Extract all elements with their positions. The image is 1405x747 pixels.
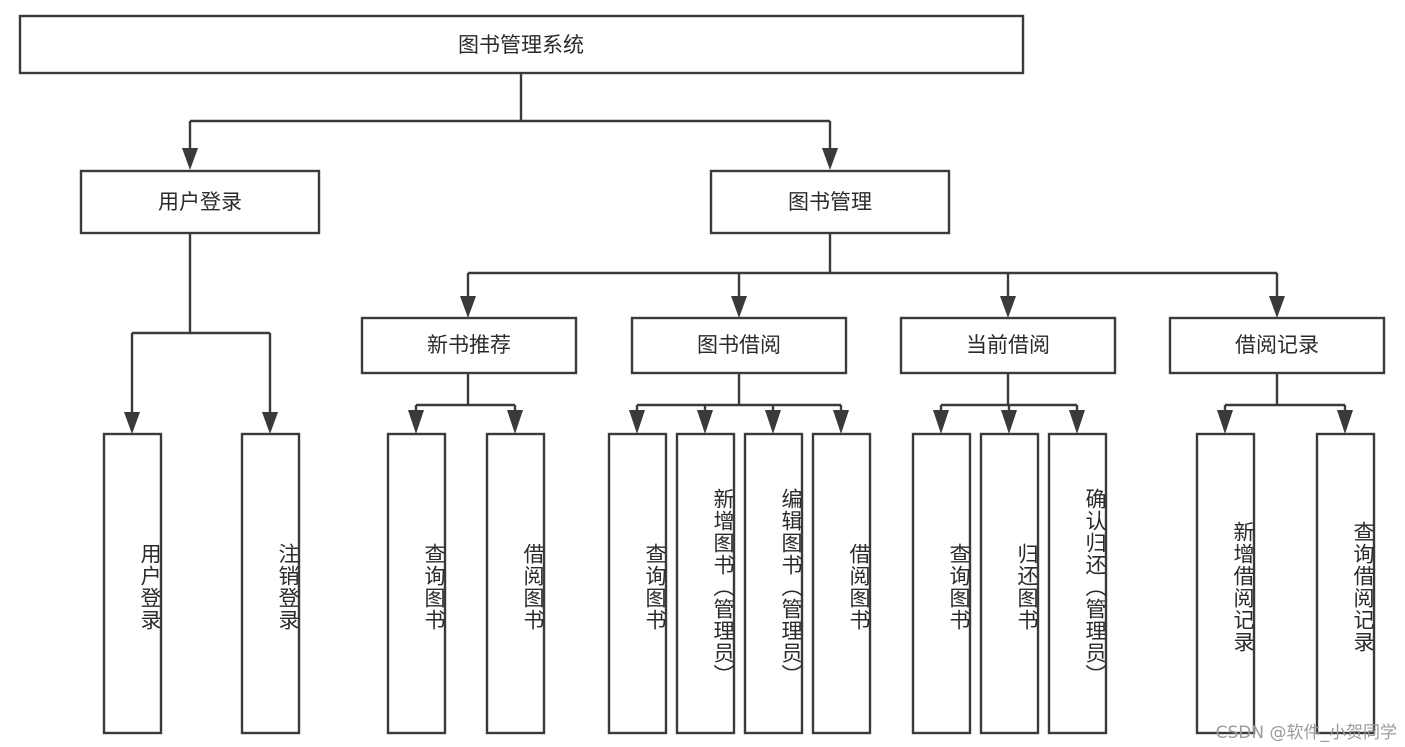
leaf-user-login-label: 用户登录 bbox=[138, 542, 162, 631]
node-user-login[interactable]: 用户登录 bbox=[79, 169, 321, 235]
leaf-newbook-borrow-book[interactable]: 借阅图书 bbox=[485, 432, 546, 735]
arrowhead-leaf-nb-query bbox=[408, 410, 424, 434]
node-root-label: 图书管理系统 bbox=[458, 33, 584, 57]
arrowhead-leaf-bb-edit bbox=[765, 410, 781, 434]
leaf-borrow-edit-book[interactable]: 编辑图书（管理员） bbox=[743, 432, 804, 735]
leaf-current-return-book-label: 归还图书 bbox=[1015, 542, 1039, 631]
arrowhead-leaf-rec-query bbox=[1337, 410, 1353, 434]
connector-root-to-level1 bbox=[182, 73, 838, 170]
arrowhead-to-book-mgmt bbox=[822, 148, 838, 170]
node-book-borrow-box[interactable] bbox=[630, 316, 848, 375]
arrowhead-leaf-bb-query bbox=[629, 410, 645, 434]
node-current-borrow-box[interactable] bbox=[899, 316, 1117, 375]
leaf-borrow-edit-book-label: 编辑图书（管理员） bbox=[779, 487, 803, 686]
arrowhead-to-new-book bbox=[460, 296, 476, 318]
leaf-current-query-book-box[interactable] bbox=[911, 432, 972, 735]
node-new-book-recommend-label: 新书推荐 bbox=[427, 333, 511, 357]
leaf-borrow-query-book-box[interactable] bbox=[607, 432, 668, 735]
node-borrow-record-label: 借阅记录 bbox=[1235, 333, 1319, 357]
leaf-borrow-add-book[interactable]: 新增图书（管理员） bbox=[675, 432, 736, 735]
leaf-current-confirm-return-box[interactable] bbox=[1047, 432, 1108, 735]
node-borrow-record-box[interactable] bbox=[1168, 316, 1386, 375]
leaf-borrow-borrow-book-label: 借阅图书 bbox=[847, 542, 871, 631]
arrowhead-leaf-bb-borrow bbox=[833, 410, 849, 434]
leaf-current-query-book-label: 查询图书 bbox=[947, 542, 971, 631]
leaf-newbook-borrow-book-label: 借阅图书 bbox=[521, 542, 545, 631]
connector-newbook-to-leaves bbox=[408, 373, 523, 434]
arrowhead-to-borrow bbox=[731, 296, 747, 318]
connector-record-to-leaves bbox=[1217, 373, 1353, 434]
leaf-newbook-query-book-label: 查询图书 bbox=[422, 542, 446, 631]
leaf-user-login[interactable]: 用户登录 bbox=[102, 432, 163, 735]
arrowhead-to-current bbox=[1000, 296, 1016, 318]
node-new-book-recommend-box[interactable] bbox=[360, 316, 578, 375]
leaf-borrow-add-book-box[interactable] bbox=[675, 432, 736, 735]
leaf-current-query-book[interactable]: 查询图书 bbox=[911, 432, 972, 735]
leaf-record-add-box[interactable] bbox=[1195, 432, 1256, 735]
node-book-borrow-label: 图书借阅 bbox=[697, 333, 781, 357]
node-new-book-recommend[interactable]: 新书推荐 bbox=[360, 316, 578, 375]
leaf-record-query[interactable]: 查询借阅记录 bbox=[1315, 432, 1376, 735]
leaf-newbook-borrow-book-box[interactable] bbox=[485, 432, 546, 735]
arrowhead-to-record bbox=[1269, 296, 1285, 318]
leaf-borrow-borrow-book[interactable]: 借阅图书 bbox=[811, 432, 872, 735]
leaf-record-query-box[interactable] bbox=[1315, 432, 1376, 735]
leaf-record-add[interactable]: 新增借阅记录 bbox=[1195, 432, 1256, 735]
leaf-logout[interactable]: 注销登录 bbox=[240, 432, 301, 735]
node-user-login-label: 用户登录 bbox=[158, 190, 242, 214]
leaf-logout-box[interactable] bbox=[240, 432, 301, 735]
leaf-current-confirm-return-label: 确认归还（管理员） bbox=[1083, 487, 1107, 686]
leaf-newbook-query-book[interactable]: 查询图书 bbox=[386, 432, 447, 735]
node-book-management[interactable]: 图书管理 bbox=[709, 169, 951, 235]
node-root[interactable]: 图书管理系统 bbox=[18, 14, 1025, 75]
node-book-management-box[interactable] bbox=[709, 169, 951, 235]
arrowhead-leaf-bb-add bbox=[697, 410, 713, 434]
arrowhead-to-user-login bbox=[182, 148, 198, 170]
csdn-watermark: CSDN @软件_小贺同学 bbox=[1215, 723, 1397, 743]
node-current-borrow-label: 当前借阅 bbox=[966, 333, 1050, 357]
connector-current-to-leaves bbox=[933, 373, 1085, 434]
node-borrow-record[interactable]: 借阅记录 bbox=[1168, 316, 1386, 375]
node-current-borrow[interactable]: 当前借阅 bbox=[899, 316, 1117, 375]
arrowhead-leaf-nb-borrow bbox=[507, 410, 523, 434]
leaf-logout-label: 注销登录 bbox=[276, 542, 300, 631]
leaf-user-login-box[interactable] bbox=[102, 432, 163, 735]
arrowhead-leaf-cur-query bbox=[933, 410, 949, 434]
arrowhead-leaf-user-login bbox=[124, 412, 140, 434]
connector-bookmgmt-to-level2 bbox=[460, 233, 1285, 318]
arrowhead-leaf-logout bbox=[262, 412, 278, 434]
leaf-borrow-edit-book-box[interactable] bbox=[743, 432, 804, 735]
arrowhead-leaf-rec-add bbox=[1217, 410, 1233, 434]
node-user-login-box[interactable] bbox=[79, 169, 321, 235]
leaf-borrow-query-book-label: 查询图书 bbox=[643, 542, 667, 631]
leaf-current-return-book-box[interactable] bbox=[979, 432, 1040, 735]
leaf-borrow-query-book[interactable]: 查询图书 bbox=[607, 432, 668, 735]
node-root-box[interactable] bbox=[18, 14, 1025, 75]
node-book-borrow[interactable]: 图书借阅 bbox=[630, 316, 848, 375]
node-book-management-label: 图书管理 bbox=[788, 190, 872, 214]
leaf-newbook-query-book-box[interactable] bbox=[386, 432, 447, 735]
leaf-current-return-book[interactable]: 归还图书 bbox=[979, 432, 1040, 735]
leaf-borrow-add-book-label: 新增图书（管理员） bbox=[711, 487, 735, 686]
connector-userlogin-to-leaves bbox=[124, 233, 278, 434]
arrowhead-leaf-cur-confirm bbox=[1069, 410, 1085, 434]
leaf-borrow-borrow-book-box[interactable] bbox=[811, 432, 872, 735]
leaf-current-confirm-return[interactable]: 确认归还（管理员） bbox=[1047, 432, 1108, 735]
leaf-record-add-label: 新增借阅记录 bbox=[1231, 520, 1255, 653]
arrowhead-leaf-cur-return bbox=[1001, 410, 1017, 434]
connector-borrow-to-leaves bbox=[629, 373, 849, 434]
leaf-record-query-label: 查询借阅记录 bbox=[1351, 520, 1375, 653]
